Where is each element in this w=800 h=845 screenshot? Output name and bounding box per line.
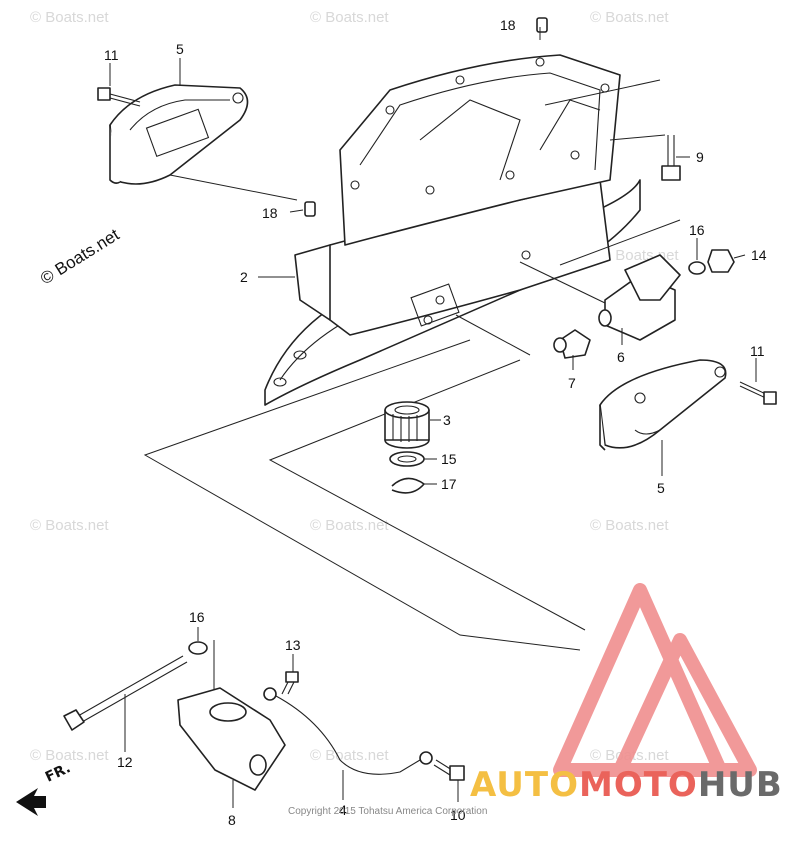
- copyright-text: Copyright 2015 Tohatsu America Corporati…: [288, 806, 487, 817]
- callout-15: 15: [441, 451, 457, 467]
- watermark: © Boats.net: [30, 747, 109, 764]
- callout-18: 18: [262, 205, 278, 221]
- callout-5: 5: [657, 480, 665, 496]
- washer-15: [389, 451, 425, 467]
- watermark: © Boats.net: [310, 9, 389, 26]
- callout-13: 13: [285, 637, 301, 653]
- bolt-11-right: [739, 381, 777, 405]
- bearing-3: [384, 401, 430, 449]
- main-housing: [264, 54, 641, 406]
- watermarks: © Boats.net © Boats.net © Boats.net © Bo…: [30, 9, 679, 764]
- side-cover-left: [109, 84, 249, 185]
- callout-18: 18: [500, 17, 516, 33]
- watermark: © Boats.net: [310, 517, 389, 534]
- callout-3: 3: [443, 412, 451, 428]
- mount-6: [598, 254, 681, 341]
- bolt-10: [433, 759, 465, 781]
- bolt-13: [281, 671, 299, 695]
- callout-9: 9: [696, 149, 704, 165]
- watermark: © Boats.net: [30, 517, 109, 534]
- callout-14: 14: [751, 247, 767, 263]
- callouts: 18 11 5 9 18 2 16 14 6 7 11 3 15 17 5 16…: [104, 17, 767, 828]
- collar-7: [553, 329, 591, 359]
- watermark: © Boats.net: [310, 747, 389, 764]
- bolt-9: [661, 135, 681, 181]
- brand-side-text: © Boats.net: [37, 225, 123, 288]
- callout-8: 8: [228, 812, 236, 828]
- washer-15-hole: [397, 455, 417, 463]
- leader-lines: [109, 27, 757, 808]
- callout-7: 7: [568, 375, 576, 391]
- nut-14: [707, 249, 735, 273]
- callout-17: 17: [441, 476, 457, 492]
- callout-2: 2: [240, 269, 248, 285]
- watermark: © Boats.net: [590, 9, 669, 26]
- front-marker: FR.: [16, 760, 73, 816]
- routing-leader: [143, 339, 581, 651]
- callout-16: 16: [189, 609, 205, 625]
- callout-6: 6: [617, 349, 625, 365]
- automotohub-logo: AUTOMOTOHUB: [470, 583, 783, 805]
- callout-16: 16: [689, 222, 705, 238]
- circlip-17: [391, 477, 425, 494]
- callout-5: 5: [176, 41, 184, 57]
- bolt-11-upper: [97, 87, 141, 107]
- callout-10: 10: [450, 807, 466, 823]
- bracket-8: [177, 687, 286, 791]
- watermark: © Boats.net: [30, 9, 109, 26]
- dowel-pin: [304, 201, 316, 217]
- callout-11: 11: [104, 47, 119, 63]
- watermark: © Boats.net: [590, 517, 669, 534]
- callout-11: 11: [750, 343, 765, 359]
- routing-leader-2: [268, 359, 586, 631]
- washer-16: [688, 261, 706, 275]
- ground-wire-4: [263, 687, 433, 775]
- callout-4: 4: [339, 802, 347, 818]
- long-bolt-12: [63, 655, 188, 731]
- side-cover-right: [599, 359, 727, 451]
- logo-auto: AUTOMOTOHUB: [470, 765, 783, 805]
- callout-12: 12: [117, 754, 133, 770]
- washer-16-lower: [188, 641, 208, 655]
- dowel-pin: [536, 17, 548, 33]
